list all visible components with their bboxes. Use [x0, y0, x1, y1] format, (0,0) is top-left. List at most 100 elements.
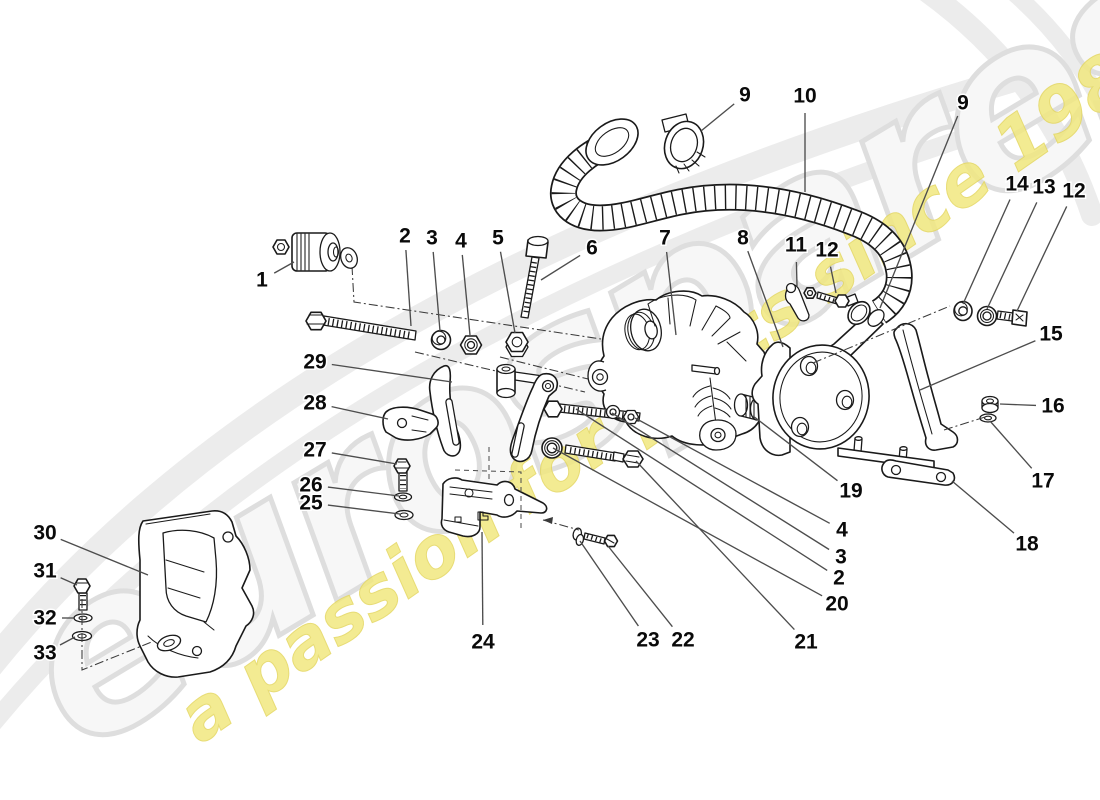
- part-label-11-num-11: 11: [785, 234, 808, 257]
- part-20-washer: [541, 437, 563, 459]
- part-13-washer: [976, 305, 998, 327]
- part-30-engine-mount: [136, 510, 255, 678]
- part-22-screw: [583, 532, 619, 548]
- part-4-nut: [459, 335, 483, 355]
- leader-line-16-part-15: [919, 340, 1036, 391]
- alignment-lines-front: [81, 305, 986, 671]
- leader-line-24-part-20: [552, 447, 823, 597]
- part-label-37-num-33: 33: [33, 642, 56, 665]
- part-32-washer: [73, 613, 93, 623]
- part-3-washer: [430, 329, 452, 351]
- part-14-washer: [953, 300, 973, 322]
- part-8-cover: [751, 341, 870, 457]
- leader-line-21-part-4: [634, 417, 831, 524]
- part-label-26-num-23: 23: [636, 629, 659, 652]
- leader-line-23-part-2: [575, 408, 828, 571]
- leader-line-17-part-16: [999, 403, 1037, 407]
- part-2-bolt: [305, 311, 417, 341]
- leader-line-28-part-24: [481, 531, 484, 626]
- part-label-16-num-15: 15: [1039, 323, 1063, 346]
- swoosh-arc: [0, 67, 1023, 675]
- leader-line-8-part-9: [700, 103, 735, 132]
- part-24-bracket: [440, 477, 548, 538]
- part-label-36-num-32: 32: [33, 607, 56, 630]
- part-label-6-num-7: 7: [659, 227, 671, 250]
- leader-line-14-part-13: [986, 202, 1038, 310]
- part-label-33-num-29: 29: [303, 351, 326, 374]
- part-label-30-num-26: 26: [299, 474, 322, 497]
- part-10-hose: [549, 118, 913, 324]
- part-4b-nut: [622, 409, 640, 425]
- leader-line-30-part-26: [327, 486, 400, 497]
- leader-line-33-part-29: [331, 363, 453, 383]
- part-16-washer: [981, 395, 999, 414]
- leader-line-5-part-6: [540, 254, 581, 281]
- part-12-bolt: [816, 291, 850, 308]
- part-29-bracket-arms: [428, 363, 559, 463]
- part-7-alternator: [587, 290, 769, 451]
- part-label-4-num-5: 5: [492, 227, 504, 250]
- part-label-25-num-21: 21: [794, 631, 818, 654]
- part-label-3-num-4: 4: [455, 230, 467, 253]
- part-label-17-num-16: 16: [1041, 395, 1064, 418]
- part-label-1-num-2: 2: [399, 225, 411, 248]
- part-label-13-num-14: 14: [1005, 173, 1029, 196]
- leader-line-22-part-3: [611, 412, 830, 551]
- leader-line-2-part-3: [432, 251, 441, 332]
- part-label-12-num-12: 12: [815, 239, 838, 262]
- part-label-34-num-30: 30: [33, 522, 56, 545]
- part-1-pulley-assembly: [272, 232, 358, 272]
- part-11-clip: [784, 282, 817, 322]
- part-25-washer: [394, 509, 414, 521]
- leader-line-31-part-27: [331, 452, 398, 465]
- part-label-14-num-13: 13: [1032, 176, 1055, 199]
- leader-line-20-part-19: [752, 415, 838, 482]
- swoosh-arc: [1008, 0, 1100, 118]
- leader-line-13-part-14: [962, 199, 1011, 305]
- part-label-21-num-4: 4: [836, 519, 848, 542]
- part-label-32-num-28: 28: [303, 392, 327, 415]
- leader-line-37-part-33: [59, 636, 76, 646]
- leader-line-1-part-2: [405, 249, 412, 327]
- part-label-23-num-2: 2: [833, 567, 845, 590]
- part-label-7-num-8: 8: [737, 227, 749, 250]
- part-23-screw: [572, 527, 585, 546]
- part-label-9-num-10: 10: [793, 85, 816, 108]
- part-label-19-num-18: 18: [1015, 533, 1039, 556]
- leader-line-12-part-12: [829, 266, 837, 294]
- leader-line-6-part-7: [665, 251, 677, 336]
- leader-line-34-part-30: [60, 538, 149, 576]
- part-label-29-num-25: 25: [299, 492, 323, 515]
- part-26-washer: [393, 492, 413, 502]
- part-label-20-num-19: 19: [839, 480, 862, 503]
- leader-line-0-part-1: [273, 261, 295, 274]
- part-label-24-num-20: 20: [825, 593, 848, 616]
- leader-line-29-part-25: [327, 504, 401, 515]
- part-label-35-num-31: 31: [33, 560, 57, 583]
- part-21-bolt: [564, 444, 644, 468]
- leader-line-15-part-12: [1016, 206, 1068, 312]
- leader-line-10-part-9: [879, 115, 959, 309]
- part-label-0-num-1: 1: [256, 269, 268, 292]
- leader-line-19-part-18: [951, 480, 1015, 534]
- alignment-arrowhead: [543, 517, 553, 524]
- part-label-18-num-17: 17: [1031, 470, 1054, 493]
- part-label-15-num-12: 12: [1062, 180, 1085, 203]
- part-3b-washer: [605, 404, 621, 420]
- part-label-10-num-9: 9: [957, 92, 969, 115]
- leader-line-26-part-23: [579, 540, 639, 627]
- part-17-washer: [979, 413, 997, 423]
- leader-line-11-part-11: [795, 261, 798, 287]
- leader-line-4-part-5: [499, 251, 516, 334]
- part-label-2-num-3: 3: [426, 227, 438, 250]
- leader-line-3-part-4: [461, 254, 471, 336]
- part-28-clamp: [382, 406, 439, 441]
- part-12b-bolt: [996, 309, 1028, 327]
- leader-line-18-part-17: [989, 420, 1033, 469]
- part-9-hose-clamp: [661, 113, 706, 174]
- leader-line-35-part-31: [60, 577, 78, 586]
- leader-line-25-part-21: [635, 460, 795, 631]
